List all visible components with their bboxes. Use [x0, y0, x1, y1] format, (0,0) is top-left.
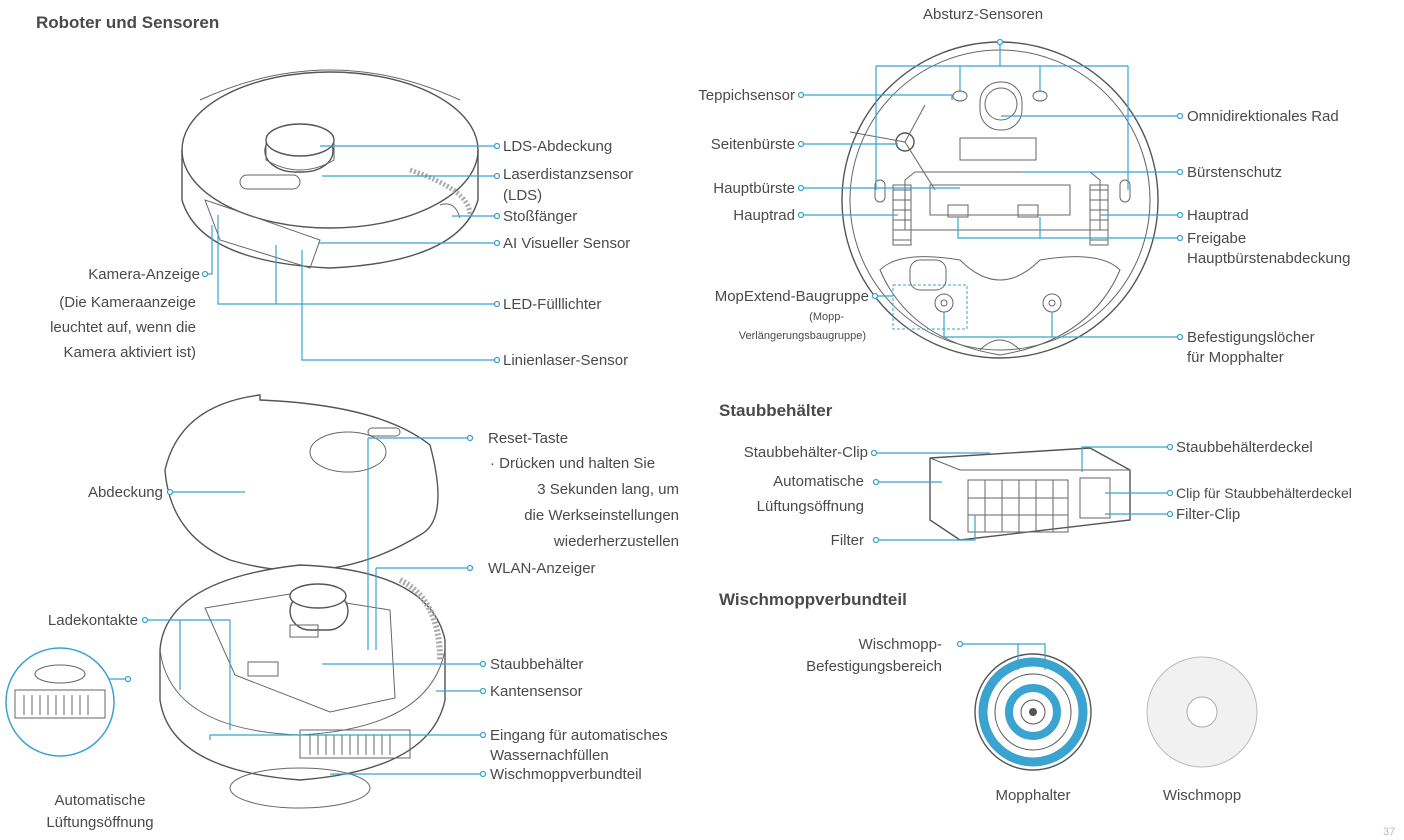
mop-pad-drawing: [1146, 656, 1258, 768]
label-ai-sensor: AI Visueller Sensor: [503, 235, 631, 252]
label-camera-note-3: Kamera aktiviert ist): [63, 344, 196, 361]
label-reset-note-1: · Drücken und halten Sie: [490, 455, 656, 472]
label-main-wheel-right: Hauptrad: [1187, 207, 1249, 224]
top-view-leaders: [201, 142, 501, 364]
label-dustbin-clip: Staubbehälter-Clip: [743, 444, 868, 461]
label-cover: Abdeckung: [87, 484, 163, 501]
label-mop-part: Wischmoppverbundteil: [490, 766, 642, 783]
label-main-brush: Hauptbürste: [713, 180, 795, 197]
heading-robot-sensors: Roboter und Sensoren: [36, 13, 220, 32]
label-edge-sensor: Kantensensor: [490, 683, 583, 700]
label-filter-clip: Filter-Clip: [1176, 506, 1241, 523]
label-led-fill-lights: LED-Fülllichter: [503, 296, 602, 313]
label-vent-inset-line-2: Lüftungsöffnung: [46, 814, 154, 831]
label-wlan-indicator: WLAN-Anzeiger: [488, 560, 596, 577]
label-filter: Filter: [830, 532, 864, 549]
exploded-view-leaders: [100, 434, 487, 778]
label-water-inlet: Eingang für automatisches: [490, 727, 668, 744]
label-bumper: Stoßfänger: [503, 208, 578, 225]
heading-mop-assembly: Wischmoppverbundteil: [719, 590, 907, 609]
vent-inset-drawing: [5, 647, 115, 757]
dustbin-drawing: [929, 447, 1131, 541]
label-line-laser: Linienlaser-Sensor: [503, 352, 629, 369]
label-camera-note-1: (Die Kameraanzeige: [59, 294, 196, 311]
page-number: 37: [1383, 826, 1396, 838]
label-lds-sensor-abbr: (LDS): [503, 187, 543, 204]
label-mopextend-sub-1: (Mopp-: [809, 311, 844, 323]
label-mop-mount-area: Wischmopp-: [858, 636, 942, 653]
label-dustbin-vent-line-2: Lüftungsöffnung: [756, 498, 864, 515]
label-lds-cover: LDS-Abdeckung: [503, 138, 613, 155]
label-release-line-2: Hauptbürstenabdeckung: [1187, 250, 1351, 267]
dustbin-leaders: [870, 443, 1174, 544]
label-mop-pad: Wischmopp: [1162, 787, 1242, 804]
label-release: Freigabe: [1187, 230, 1247, 247]
label-mount-holes: Befestigungslöcher: [1187, 329, 1315, 346]
label-dustbin-lid: Staubbehälterdeckel: [1176, 439, 1313, 456]
label-dustbin-vent: Automatische: [773, 473, 864, 490]
label-main-wheel-left: Hauptrad: [733, 207, 795, 224]
label-side-brush: Seitenbürste: [710, 136, 795, 153]
label-mopextend: MopExtend-Baugruppe: [714, 288, 869, 305]
robot-exploded-drawing: [159, 394, 446, 809]
label-reset-note-4: wiederherzustellen: [553, 533, 679, 550]
label-charging-contacts: Ladekontakte: [47, 612, 138, 629]
label-mop-holder: Mopphalter: [995, 787, 1071, 804]
label-mopextend-sub-2: Verlängerungsbaugruppe): [738, 330, 866, 342]
label-mop-mount-area-line-2: Befestigungsbereich: [806, 658, 942, 675]
label-vent-inset: Automatische: [54, 792, 146, 809]
label-brush-guard: Bürstenschutz: [1187, 164, 1283, 181]
label-mount-holes-line-2: für Mopphalter: [1187, 349, 1284, 366]
label-omni-wheel: Omnidirektionales Rad: [1187, 108, 1339, 125]
label-water-inlet-line-2: Wassernachfüllen: [490, 747, 609, 764]
mop-holder-drawing: [974, 653, 1092, 771]
label-reset-button: Reset-Taste: [488, 430, 569, 447]
label-lid-clip: Clip für Staubbehälterdeckel: [1176, 485, 1352, 501]
bottom-view-leaders: [797, 38, 1184, 341]
heading-dustbin: Staubbehälter: [719, 401, 833, 420]
robot-bottom-view-drawing: [841, 41, 1159, 359]
label-lds-sensor: Laserdistanzsensor: [503, 166, 634, 183]
label-reset-note-3: die Werkseinstellungen: [524, 507, 679, 524]
label-camera-indicator: Kamera-Anzeige: [88, 266, 200, 283]
robot-top-view-drawing: [181, 69, 479, 269]
mop-leaders: [956, 640, 1046, 670]
label-reset-note-2: 3 Sekunden lang, um: [537, 481, 679, 498]
label-camera-note-2: leuchtet auf, wenn die: [50, 319, 196, 336]
label-dustbin-exploded: Staubbehälter: [490, 656, 584, 673]
label-carpet-sensor: Teppichsensor: [698, 87, 795, 104]
label-cliff-sensors: Absturz-Sensoren: [923, 6, 1044, 23]
